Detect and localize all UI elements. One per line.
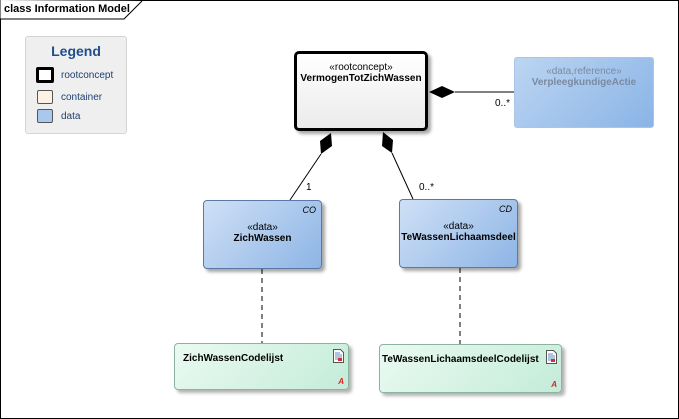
stereotype-label: «data» xyxy=(443,221,474,232)
datatype-tag: CO xyxy=(302,205,317,215)
abstract-mark: A xyxy=(551,380,557,389)
legend-label-container: container xyxy=(61,92,103,103)
codelist-tewassenlichaamsdeel[interactable]: TeWassenLichaamsdeelCodelijst A xyxy=(379,344,562,393)
document-icon xyxy=(333,349,344,363)
legend-label-rootconcept: rootconcept xyxy=(61,70,114,81)
class-name: VermogenTotZichWassen xyxy=(300,73,422,84)
legend-label-data: data xyxy=(61,111,81,122)
legend-swatch-data xyxy=(37,109,53,123)
datatype-tag: CD xyxy=(499,204,512,214)
frame-tab-outline xyxy=(0,0,143,20)
class-name: ZichWassenCodelijst xyxy=(183,353,284,364)
legend-swatch-rootconcept xyxy=(36,67,54,83)
composition-diamond-zich xyxy=(320,133,332,154)
multiplicity-tew: 0..* xyxy=(419,182,435,193)
class-name: ZichWassen xyxy=(233,233,292,244)
class-name: TeWassenLichaamsdeel xyxy=(401,232,516,243)
legend: Legend rootconcept container data xyxy=(25,36,127,134)
class-tewassenlichaamsdeel[interactable]: CD «data» TeWassenLichaamsdeel xyxy=(399,199,518,268)
codelist-zichwassen[interactable]: ZichWassenCodelijst A xyxy=(174,343,349,390)
multiplicity-ref: 0..* xyxy=(495,98,511,109)
stereotype-label: «rootconcept» xyxy=(329,62,393,73)
class-rootconcept[interactable]: «rootconcept» VermogenTotZichWassen xyxy=(294,51,428,131)
composition-line-tew xyxy=(391,152,414,200)
frame-title: class Information Model xyxy=(4,3,130,15)
legend-swatch-container xyxy=(37,90,53,104)
stereotype-label: «data,reference» xyxy=(546,66,622,77)
multiplicity-zich: 1 xyxy=(306,182,312,193)
legend-title: Legend xyxy=(51,43,101,59)
stereotype-label: «data» xyxy=(247,222,278,233)
class-zichwassen[interactable]: CO «data» ZichWassen xyxy=(203,200,322,269)
class-reference[interactable]: «data,reference» VerpleegkundigeActie xyxy=(514,57,654,128)
composition-diamond-tew xyxy=(382,132,393,153)
class-name: TeWassenLichaamsdeelCodelijst xyxy=(382,354,539,365)
composition-line-zich xyxy=(289,153,322,201)
abstract-mark: A xyxy=(338,377,344,386)
document-icon xyxy=(546,350,557,364)
composition-diamond-ref xyxy=(429,86,455,98)
class-name: VerpleegkundigeActie xyxy=(531,77,637,88)
